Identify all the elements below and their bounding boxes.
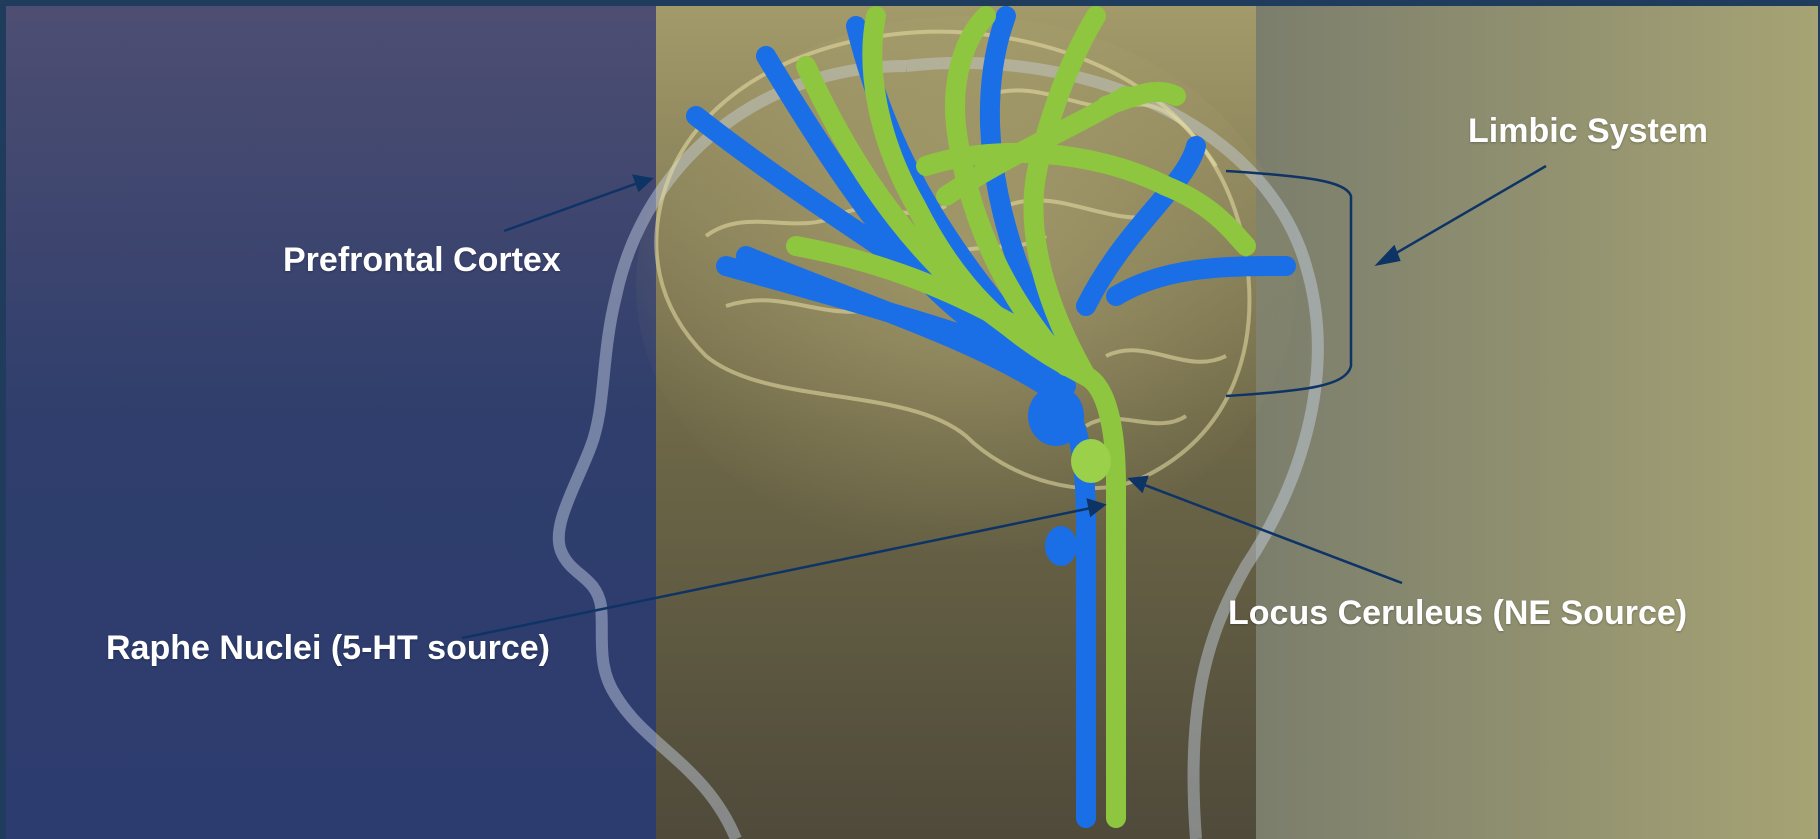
prefrontal-cortex-label: Prefrontal Cortex [283, 241, 561, 280]
left-background-panel [6, 6, 656, 839]
limbic-system-label: Limbic System [1468, 112, 1708, 151]
diagram-slide: Limbic System Prefrontal Cortex Locus Ce… [6, 6, 1818, 839]
raphe-nuclei-marker [1028, 386, 1084, 446]
locus-ceruleus-label: Locus Ceruleus (NE Source) [1228, 594, 1687, 633]
raphe-nuclei-lower-marker [1045, 526, 1077, 566]
raphe-nuclei-label: Raphe Nuclei (5-HT source) [106, 629, 550, 668]
locus-ceruleus-marker [1071, 439, 1111, 483]
